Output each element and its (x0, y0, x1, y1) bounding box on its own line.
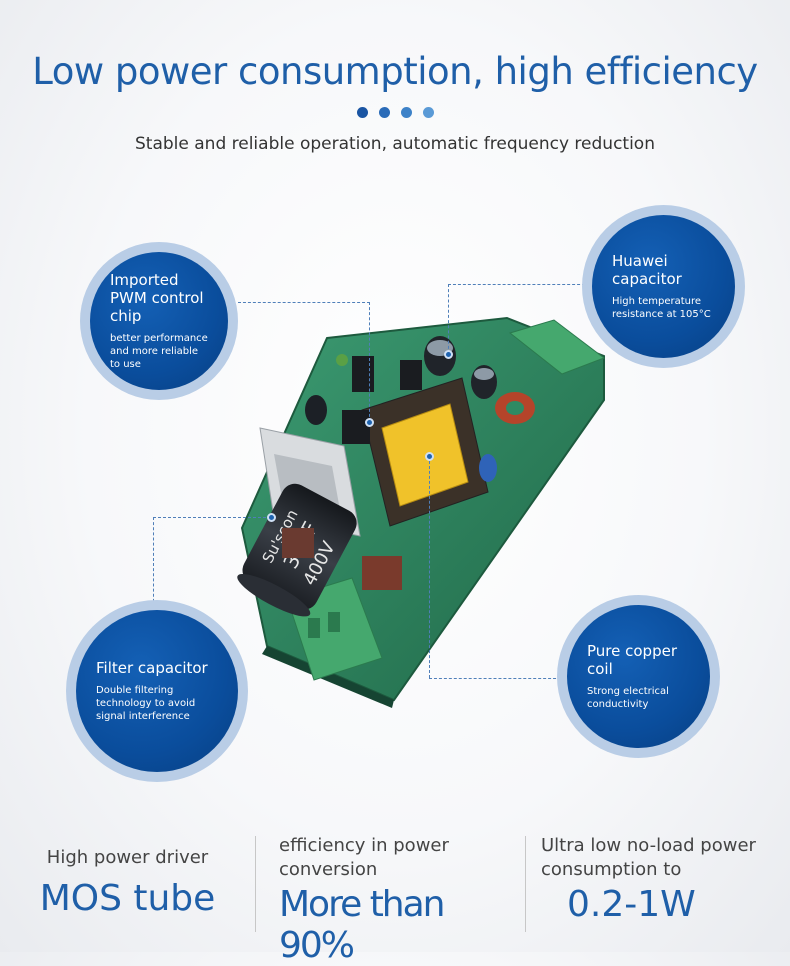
dot-4 (422, 107, 434, 118)
pwm-marker (365, 418, 374, 427)
page-subtitle: Stable and reliable operation, automatic… (135, 134, 655, 154)
stat-efficiency: efficiency in power conversion More than… (255, 828, 525, 966)
callout-filter-title: Filter capacitor (96, 659, 208, 677)
pwm-leader-line (238, 302, 370, 303)
callout-huawei-desc: High temperature resistance at 105°C (612, 296, 711, 320)
stat-mos-value: MOS tube (39, 878, 216, 919)
callout-copper-title: Pure copper coil (587, 642, 677, 678)
footer-divider-1 (255, 836, 256, 932)
huawei-leader-drop (448, 284, 449, 354)
pwm-leader-drop (369, 302, 370, 422)
copper-leader-line (429, 678, 561, 679)
callout-pwm-title: Imported PWM control chip (110, 271, 204, 325)
stat-mos-caption: High power driver (46, 847, 209, 868)
stat-efficiency-value: More than 90% (279, 884, 446, 966)
huawei-leader-line (448, 284, 590, 285)
callout-pwm-desc: better performance and more reliable to … (110, 333, 208, 370)
callout-huawei-capacitor: Huawei capacitor High temperature resist… (582, 205, 745, 368)
dot-1 (356, 107, 368, 118)
copper-leader-drop (429, 456, 430, 678)
filter-leader-line (153, 517, 271, 518)
huawei-marker (444, 350, 453, 359)
callout-filter-desc: Double filtering technology to avoid sig… (96, 685, 196, 722)
stat-noload: Ultra low no-load power consumption to 0… (525, 828, 790, 938)
dot-2 (378, 107, 390, 118)
callout-pwm-chip: Imported PWM control chip better perform… (80, 242, 238, 400)
footer-divider-2 (525, 836, 526, 932)
callout-filter-capacitor: Filter capacitor Double filtering techno… (66, 600, 248, 782)
copper-marker (425, 452, 434, 461)
callout-copper-coil: Pure copper coil Strong electrical condu… (557, 595, 720, 758)
filter-leader-drop (153, 517, 154, 607)
stat-noload-caption: Ultra low no-load power consumption to (541, 835, 756, 880)
dot-3 (400, 107, 412, 118)
page-title: Low power consumption, high efficiency (32, 50, 758, 93)
callout-huawei-title: Huawei capacitor (612, 252, 682, 288)
stat-noload-value: 0.2-1W (567, 884, 696, 925)
stat-mos-tube: High power driver MOS tube (0, 828, 255, 938)
decorative-dots (0, 107, 790, 118)
power-supply-board-image: Su'scon 33uF 400V (237, 316, 606, 708)
stats-footer: High power driver MOS tube efficiency in… (0, 828, 790, 966)
filter-marker (267, 513, 276, 522)
callout-copper-desc: Strong electrical conductivity (587, 686, 669, 710)
stat-efficiency-caption: efficiency in power conversion (279, 835, 449, 880)
